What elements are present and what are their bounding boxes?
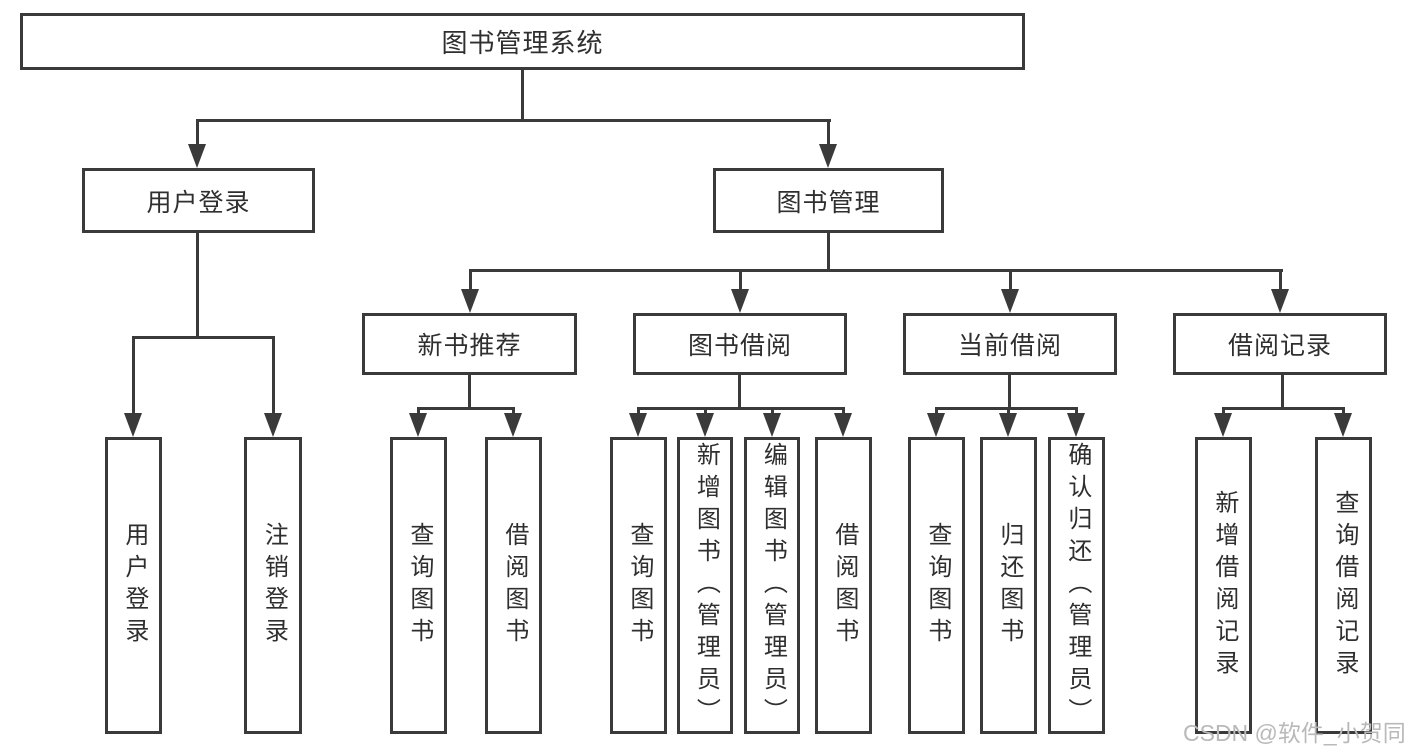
arrowhead-icon [1001, 289, 1019, 313]
connector-book-mgmt-bar [469, 269, 1283, 272]
leaf-borrow-books-borrow: 借阅图书 [815, 437, 872, 734]
node-book-management: 图书管理 [713, 168, 944, 233]
node-borrow-records: 借阅记录 [1173, 313, 1387, 375]
arrowhead-icon [1067, 413, 1085, 437]
node-new-book-recommend: 新书推荐 [362, 313, 577, 375]
connector-group-drop [1279, 269, 1282, 293]
arrowhead-icon [999, 413, 1017, 437]
node-current-borrow: 当前借阅 [903, 313, 1117, 375]
leaf-add-borrow-record: 新增借阅记录 [1195, 437, 1252, 734]
connector-user-login-bar [132, 336, 275, 339]
connector-user-login-stem [196, 233, 199, 338]
arrowhead-icon [927, 413, 945, 437]
arrowhead-icon [696, 413, 714, 437]
connector-root-stem [521, 70, 524, 121]
arrowhead-icon [1334, 413, 1352, 437]
connector-leaf-bar [417, 407, 515, 410]
arrowhead-icon [731, 289, 749, 313]
connector-group-stem [1281, 375, 1284, 409]
arrowhead-icon [461, 289, 479, 313]
connector-group-stem [1008, 375, 1011, 409]
connector-book-mgmt-stem [827, 233, 830, 271]
connector-leaf-drop [842, 407, 845, 417]
connector-group-drop [1009, 269, 1012, 293]
node-user-login: 用户登录 [82, 168, 315, 233]
leaf-logout: 注销登录 [244, 437, 302, 734]
arrowhead-icon [188, 144, 206, 168]
connector-leaf-bar [935, 407, 1078, 410]
connector-leaf-drop [1222, 407, 1225, 417]
node-root: 图书管理系统 [20, 13, 1025, 70]
connector-leaf-drop [1342, 407, 1345, 417]
arrowhead-icon [1214, 413, 1232, 437]
leaf-return-books: 归还图书 [980, 437, 1037, 734]
connector-leaf-drop [512, 407, 515, 417]
arrowhead-icon [763, 413, 781, 437]
connector-group-drop [739, 269, 742, 293]
connector-leaf-drop [272, 336, 275, 416]
leaf-borrow-books-newbook: 借阅图书 [485, 437, 542, 734]
connector-group-stem [738, 375, 741, 409]
connector-book-mgmt-drop [827, 119, 830, 149]
connector-leaf-drop [1007, 407, 1010, 417]
leaf-query-books-newbook: 查询图书 [390, 437, 447, 734]
connector-leaf-drop [637, 407, 640, 417]
arrowhead-icon [264, 413, 282, 437]
leaf-add-books-admin: 新增图书（管理员） [677, 437, 733, 734]
arrowhead-icon [819, 144, 837, 168]
arrowhead-icon [1271, 289, 1289, 313]
connector-group-stem [468, 375, 471, 409]
arrowhead-icon [629, 413, 647, 437]
connector-user-login-drop [196, 119, 199, 149]
connector-leaf-bar [637, 407, 845, 410]
arrowhead-icon [124, 413, 142, 437]
connector-root-bar [196, 119, 831, 122]
arrowhead-icon [504, 413, 522, 437]
arrowhead-icon [409, 413, 427, 437]
watermark: CSDN @软件_小贺同学 [1183, 720, 1405, 746]
connector-leaf-drop [771, 407, 774, 417]
connector-leaf-drop [417, 407, 420, 417]
leaf-edit-books-admin: 编辑图书（管理员） [744, 437, 800, 734]
arrowhead-icon [834, 413, 852, 437]
leaf-query-books-current: 查询图书 [908, 437, 965, 734]
connector-leaf-bar [1222, 407, 1345, 410]
node-book-borrow: 图书借阅 [633, 313, 847, 375]
leaf-query-books-borrow: 查询图书 [610, 437, 667, 734]
leaf-user-login: 用户登录 [105, 437, 162, 734]
leaf-query-borrow-record: 查询借阅记录 [1315, 437, 1372, 734]
connector-leaf-drop [1075, 407, 1078, 417]
connector-group-drop [469, 269, 472, 293]
connector-leaf-drop [935, 407, 938, 417]
connector-leaf-drop [132, 336, 135, 416]
leaf-confirm-return-admin: 确认归还（管理员） [1048, 437, 1105, 734]
connector-leaf-drop [704, 407, 707, 417]
